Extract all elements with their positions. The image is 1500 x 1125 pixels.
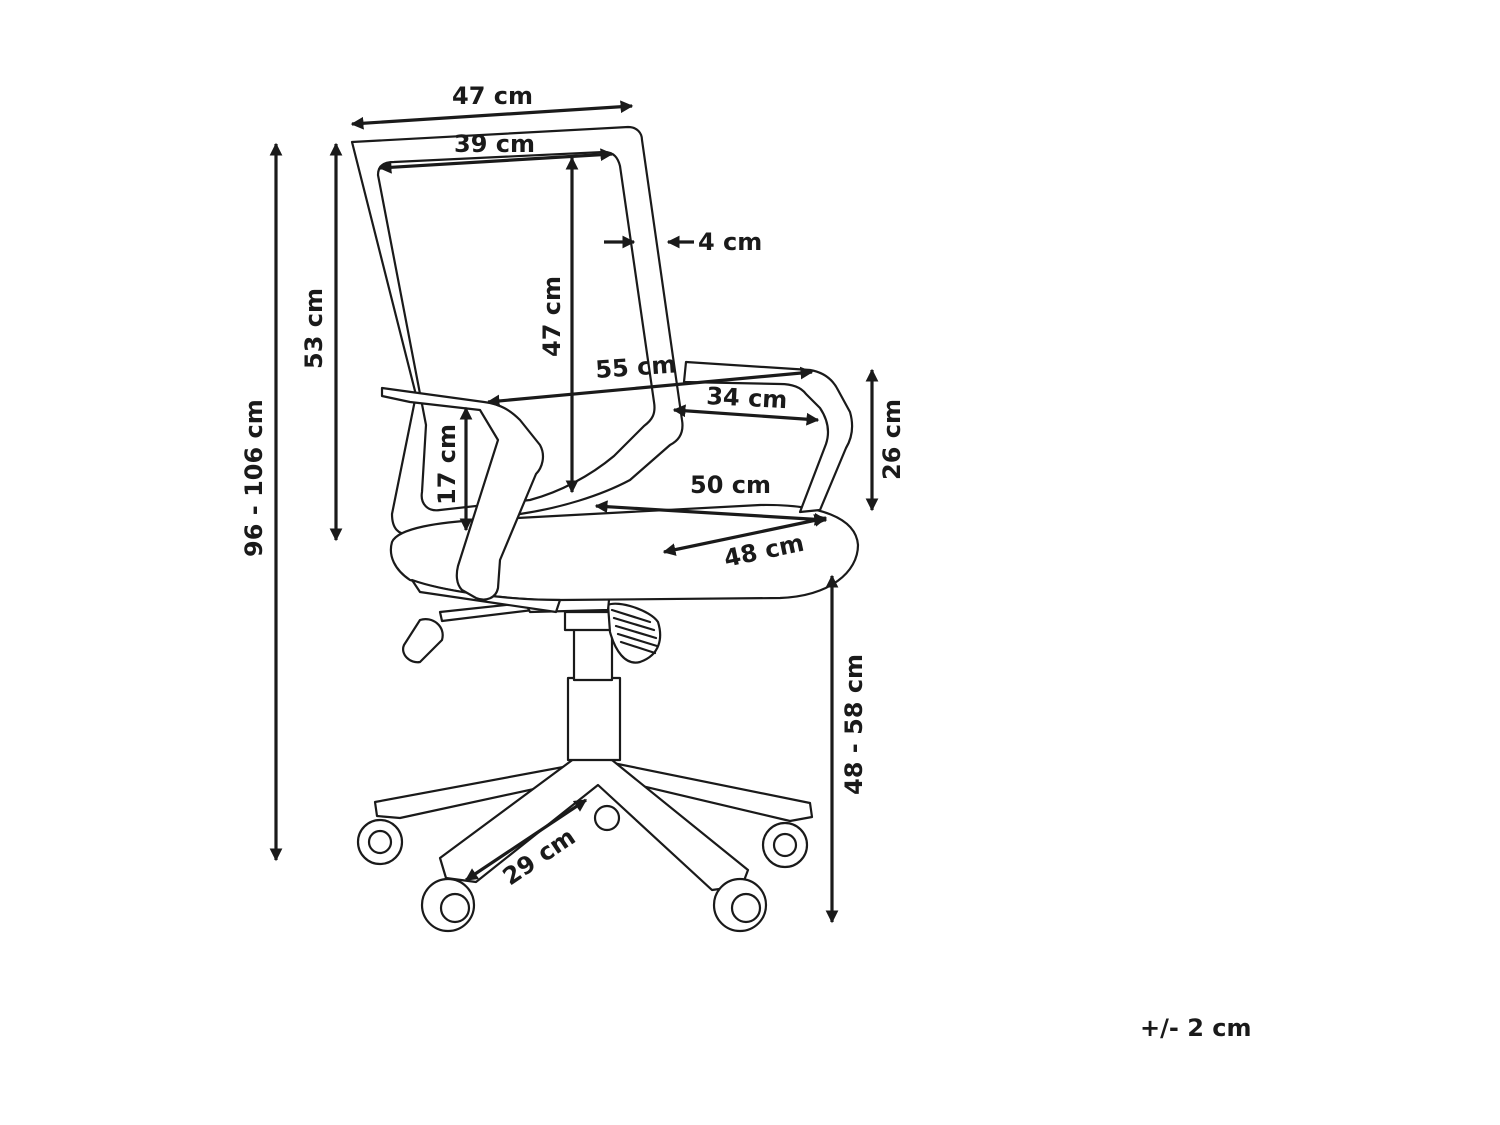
- label-armrest-height: 26 cm: [878, 399, 906, 480]
- label-backrest-height: 53 cm: [300, 288, 328, 369]
- label-seat-width: 50 cm: [690, 471, 771, 499]
- chair-base: [373, 756, 814, 892]
- chair-illustration: [350, 125, 860, 933]
- dimension-lines: [269, 100, 879, 924]
- caster-left: [356, 818, 404, 866]
- tilt-knob: [606, 602, 662, 664]
- dim-line-seat-depth: [662, 514, 828, 556]
- label-total-height: 96 - 106 cm: [240, 399, 268, 557]
- label-backrest-inner-height: 47 cm: [538, 276, 566, 357]
- label-armrest-above-seat: 17 cm: [433, 424, 461, 505]
- dim-line-armrest-width: [486, 366, 814, 408]
- caster-right: [761, 821, 809, 869]
- tolerance-note: +/- 2 cm: [1140, 1014, 1252, 1042]
- label-armrest-length: 34 cm: [706, 382, 788, 414]
- label-seat-height: 48 - 58 cm: [840, 654, 868, 795]
- dim-line-armrest-length: [672, 404, 820, 426]
- dim-line-backrest-top-width: [350, 100, 634, 130]
- caster-front-left: [420, 877, 476, 933]
- label-armrest-width: 55 cm: [594, 350, 677, 384]
- caster-back-center: [593, 804, 621, 832]
- dim-line-base-leg: [464, 798, 588, 882]
- label-frame-depth: 4 cm: [698, 228, 762, 256]
- caster-front-right: [712, 877, 768, 933]
- dim-line-backrest-inner-width: [378, 148, 614, 174]
- armrest-left: [380, 386, 545, 601]
- label-backrest-top-width: 47 cm: [452, 82, 533, 110]
- gas-cylinder: [563, 610, 622, 762]
- label-backrest-inner-width: 39 cm: [454, 130, 535, 158]
